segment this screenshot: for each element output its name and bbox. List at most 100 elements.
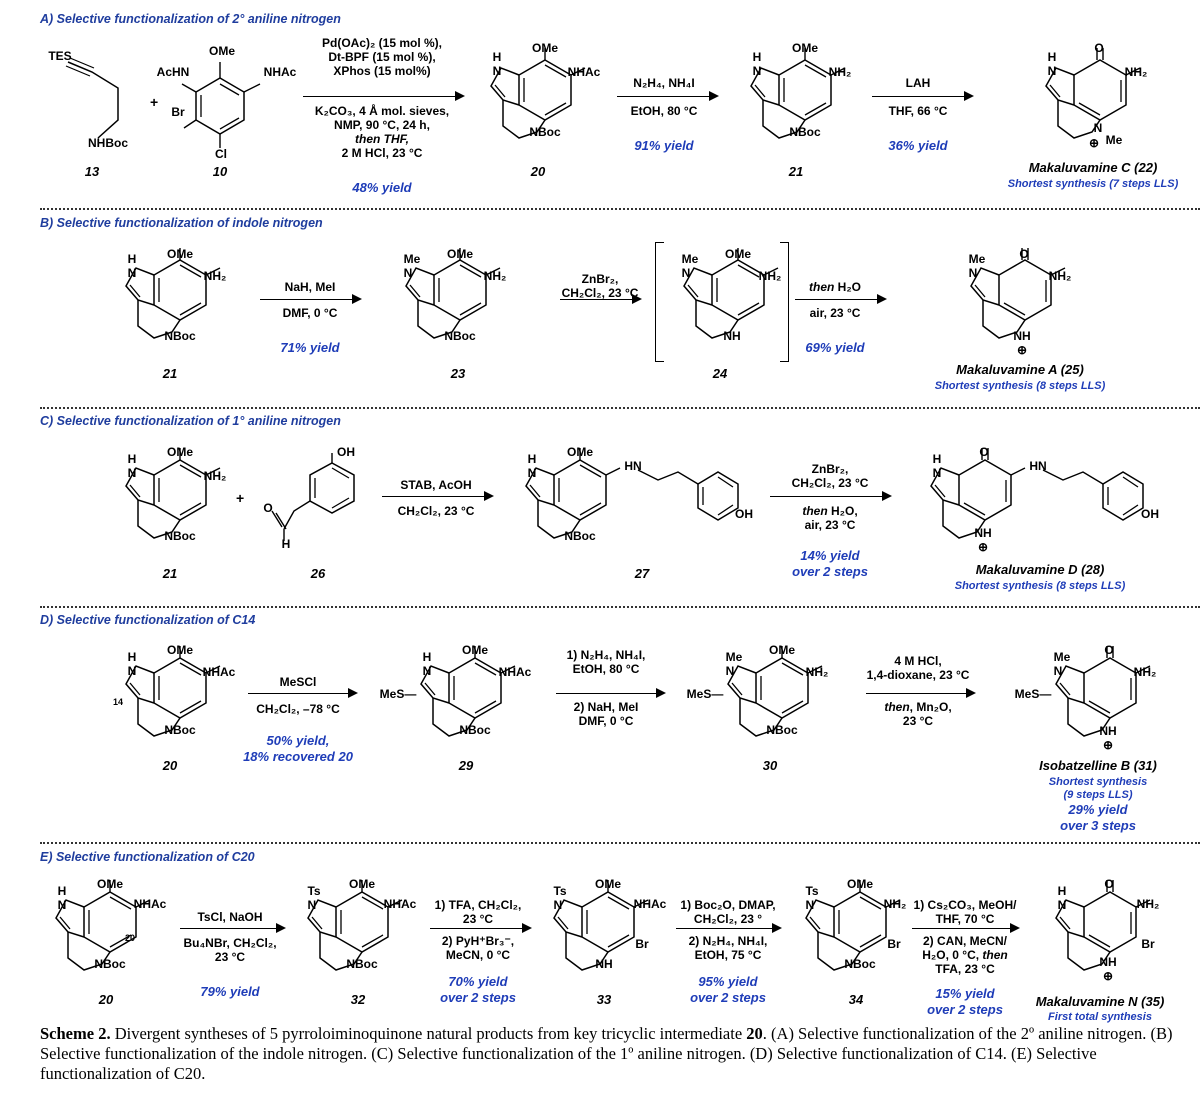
conditions-d1-top: MeSCl	[279, 675, 317, 689]
section-d-title: D) Selective functionalization of C14	[40, 613, 256, 627]
caption-text: Divergent syntheses of 5 pyrroloiminoqui…	[110, 1024, 747, 1043]
caption-label: Scheme 2.	[40, 1024, 111, 1043]
nboc-label: NBoc	[164, 329, 196, 343]
nh2-label: NH₂	[1124, 65, 1148, 79]
nboc-label: NBoc	[529, 125, 561, 139]
compound-34-structure	[805, 880, 901, 971]
conditions-b3-top: then H₂O	[808, 280, 862, 294]
compound-29-number: 29	[458, 758, 474, 773]
nboc-label: NBoc	[459, 723, 491, 737]
reaction-arrow	[866, 688, 976, 698]
nh2-label: NH₂	[758, 269, 782, 283]
nhac-label: NHAc	[567, 65, 601, 79]
iminium-nh-label: NH	[974, 526, 992, 540]
plus-sign: +	[236, 490, 245, 506]
compound-23-structure	[405, 248, 501, 339]
nhac-label: NHAc	[383, 897, 417, 911]
reaction-arrow	[430, 923, 532, 933]
carbonyl-o-label: O	[1019, 247, 1029, 261]
section-c-title: C) Selective functionalization of 1° ani…	[40, 414, 341, 428]
conditions-d3-bottom: then, Mn₂O,23 °C	[884, 700, 952, 728]
nh2-label: NH₂	[828, 65, 852, 79]
compound-32-structure	[307, 880, 403, 971]
reaction-arrow	[617, 91, 719, 101]
reaction-arrow	[770, 491, 892, 501]
nboc-label: NBoc	[444, 329, 476, 343]
nh2-label: NH₂	[883, 897, 907, 911]
carbonyl-o-label: O	[1104, 877, 1114, 891]
nboc-label: NBoc	[766, 723, 798, 737]
ome-label: OMe	[791, 41, 819, 55]
compound-27-number: 27	[634, 566, 650, 581]
nboc-label: NBoc	[789, 125, 821, 139]
conditions-e2-bottom: 2) PyH⁺Br₃⁻,MeCN, 0 °C	[441, 934, 515, 962]
ome-label: OMe	[846, 877, 874, 891]
tes-label: TES	[48, 49, 72, 63]
compound-23-number: 23	[450, 366, 466, 381]
conditions-e3-top: 1) Boc₂O, DMAP,CH₂Cl₂, 23 °	[680, 898, 776, 926]
nhac-label: NHAc	[133, 897, 167, 911]
tyramine-chain	[637, 469, 739, 521]
yield-b1: 71% yield	[280, 340, 340, 355]
br-label: Br	[1141, 937, 1155, 951]
compound-21-number: 21	[162, 366, 178, 381]
compound-32-number: 32	[350, 992, 366, 1007]
scheme-caption: Scheme 2. Divergent syntheses of 5 pyrro…	[40, 1024, 1190, 1084]
c14-locant: 14	[112, 697, 124, 707]
compound-24-number: 24	[712, 366, 728, 381]
nh-label: NH	[723, 329, 741, 343]
ome-label: OMe	[594, 877, 622, 891]
conditions-e1-bottom: Bu₄NBr, CH₂Cl₂,23 °C	[183, 936, 277, 964]
yield-a1: 48% yield	[352, 180, 412, 195]
ome-label: OMe	[166, 643, 194, 657]
br-label: Br	[887, 937, 901, 951]
conditions-e4-top: 1) Cs₂CO₃, MeOH/THF, 70 °C	[913, 898, 1017, 926]
carbonyl-o-label: O	[1104, 643, 1114, 657]
compound-13-structure	[65, 57, 119, 139]
aldehyde-h-label: H	[281, 537, 291, 551]
compound-21-structure	[125, 448, 221, 539]
compound-34-number: 34	[848, 992, 864, 1007]
yield-a2: 91% yield	[634, 138, 694, 153]
conditions-c2-bottom: then H₂O,air, 23 °C	[802, 504, 858, 532]
conditions-d3-top: 4 M HCl,1,4-dioxane, 23 °C	[866, 654, 970, 682]
conditions-e2-top: 1) TFA, CH₂Cl₂,23 °C	[434, 898, 522, 926]
section-divider	[40, 208, 1200, 210]
carbonyl-o-label: O	[979, 445, 989, 459]
compound-33-structure	[553, 880, 649, 971]
bracket-left	[655, 242, 664, 362]
makaluvamine-d-name: Makaluvamine D (28)	[975, 562, 1105, 577]
anilino-n-label: HN	[1029, 459, 1047, 473]
compound-21-structure	[750, 48, 846, 139]
oh-label: OH	[1141, 507, 1159, 521]
conditions-b1-top: NaH, MeI	[284, 280, 336, 294]
reaction-scheme: A) Selective functionalization of 2° ani…	[40, 12, 1200, 1023]
conditions-a1-bottom: K₂CO₃, 4 Å mol. sieves,NMP, 90 °C, 24 h,…	[314, 104, 450, 160]
conditions-a3-top: LAH	[905, 76, 931, 90]
compound-21-structure	[125, 248, 221, 339]
carbonyl-o-label: O	[1094, 41, 1104, 55]
ome-label: OMe	[531, 41, 559, 55]
reaction-arrow	[872, 91, 974, 101]
compound-30-number: 30	[762, 758, 778, 773]
iminium-nh-label: NH	[1013, 329, 1031, 343]
aldehyde-o-label: O	[263, 501, 273, 515]
makaluvamine-n-name: Makaluvamine N (35)	[1035, 994, 1165, 1009]
compound-29-structure	[420, 646, 516, 737]
reaction-arrow	[303, 91, 465, 101]
section-divider	[40, 407, 1200, 409]
nboc-label: NBoc	[564, 529, 596, 543]
ome-label: OMe	[461, 643, 489, 657]
makaluvamine-d-structure	[930, 448, 1026, 539]
